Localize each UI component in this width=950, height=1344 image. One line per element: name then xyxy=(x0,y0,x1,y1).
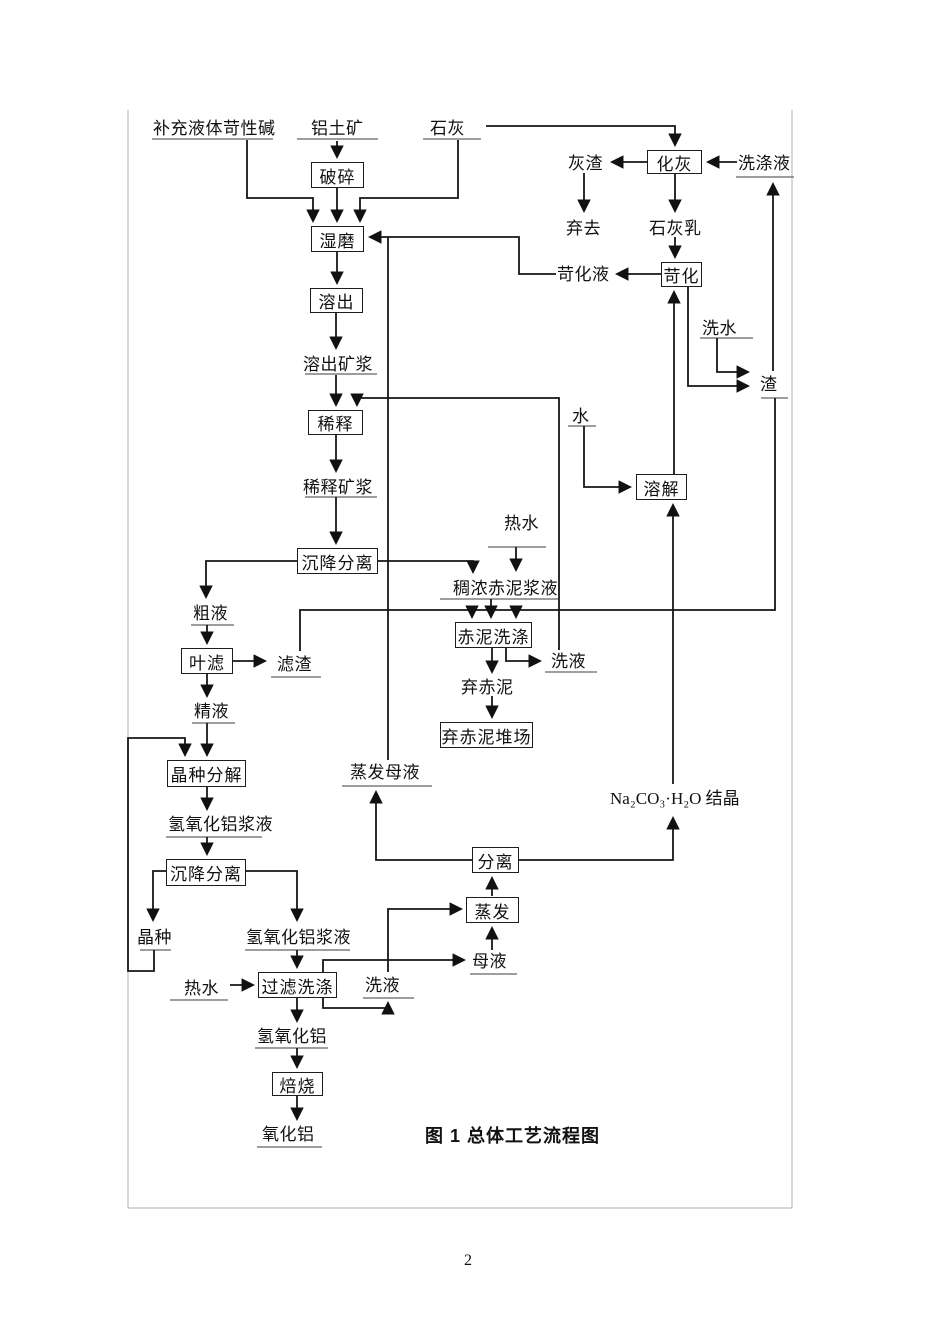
label-diluted-slurry: 稀释矿浆 xyxy=(303,478,373,497)
box-settling-separation-1: 沉降分离 xyxy=(297,548,378,574)
box-seed-decomposition: 晶种分解 xyxy=(167,760,246,787)
label-discard: 弃去 xyxy=(566,219,601,238)
box-dissolution: 溶解 xyxy=(636,474,687,500)
box-crushing: 破碎 xyxy=(311,162,364,188)
label-discarded-red-mud: 弃赤泥 xyxy=(461,678,514,697)
box-settling-separation-2: 沉降分离 xyxy=(166,859,246,886)
box-lime-slaking: 化灰 xyxy=(647,150,702,174)
box-roasting: 焙烧 xyxy=(272,1072,323,1096)
stream-underlines xyxy=(140,138,794,1148)
label-lime: 石灰 xyxy=(430,119,465,138)
box-filtration-washing: 过滤洗涤 xyxy=(258,972,337,998)
label-refined-liquor: 精液 xyxy=(194,702,229,721)
box-evaporation: 蒸发 xyxy=(466,897,519,923)
label-wash-water: 洗水 xyxy=(702,319,737,338)
label-seed: 晶种 xyxy=(137,928,172,947)
label-mother-liquor: 母液 xyxy=(472,952,507,971)
label-filter-residue: 滤渣 xyxy=(277,655,312,674)
label-lime-milk: 石灰乳 xyxy=(649,219,702,238)
label-bauxite: 铝土矿 xyxy=(311,119,364,138)
label-na2co3-crystal: Na₂CO₃·H₂O 结晶 xyxy=(610,789,740,808)
label-residue: 渣 xyxy=(760,375,778,394)
label-ash-residue: 灰渣 xyxy=(568,154,603,173)
flow-connectors xyxy=(127,125,780,1122)
figure-caption: 图 1 总体工艺流程图 xyxy=(425,1126,601,1146)
label-aluminum-hydroxide-slurry-2: 氢氧化铝浆液 xyxy=(246,928,351,947)
label-crude-liquor: 粗液 xyxy=(193,604,228,623)
label-wash-liquor-2: 洗液 xyxy=(365,976,400,995)
box-red-mud-disposal-yard: 弃赤泥堆场 xyxy=(440,722,533,748)
page-frame xyxy=(127,110,793,1209)
label-aluminum-hydroxide-slurry-1: 氢氧化铝浆液 xyxy=(168,815,273,834)
label-causticized-liquor: 苛化液 xyxy=(557,265,610,284)
label-washing-liquid: 洗涤液 xyxy=(738,154,791,173)
box-separation: 分离 xyxy=(472,847,519,873)
label-thick-red-mud-slurry: 稠浓赤泥浆液 xyxy=(453,579,558,598)
label-wash-liquor-1: 洗液 xyxy=(551,652,586,671)
label-hot-water-1: 热水 xyxy=(504,514,539,533)
box-causticization: 苛化 xyxy=(661,262,702,287)
label-alumina: 氧化铝 xyxy=(262,1125,315,1144)
box-red-mud-washing: 赤泥洗涤 xyxy=(455,622,532,648)
box-leaf-filtration: 叶滤 xyxy=(181,648,233,674)
box-wet-grinding: 湿磨 xyxy=(311,226,364,252)
box-dilution: 稀释 xyxy=(308,410,363,435)
label-hot-water-2: 热水 xyxy=(184,979,219,998)
label-water: 水 xyxy=(572,407,590,426)
label-digestion-slurry: 溶出矿浆 xyxy=(303,355,373,374)
label-supplementary-caustic: 补充液体苛性碱 xyxy=(153,119,276,138)
box-digestion: 溶出 xyxy=(310,288,363,313)
label-aluminum-hydroxide: 氢氧化铝 xyxy=(257,1027,327,1046)
label-evaporation-mother-liquor: 蒸发母液 xyxy=(350,763,420,782)
page-number: 2 xyxy=(464,1252,472,1269)
